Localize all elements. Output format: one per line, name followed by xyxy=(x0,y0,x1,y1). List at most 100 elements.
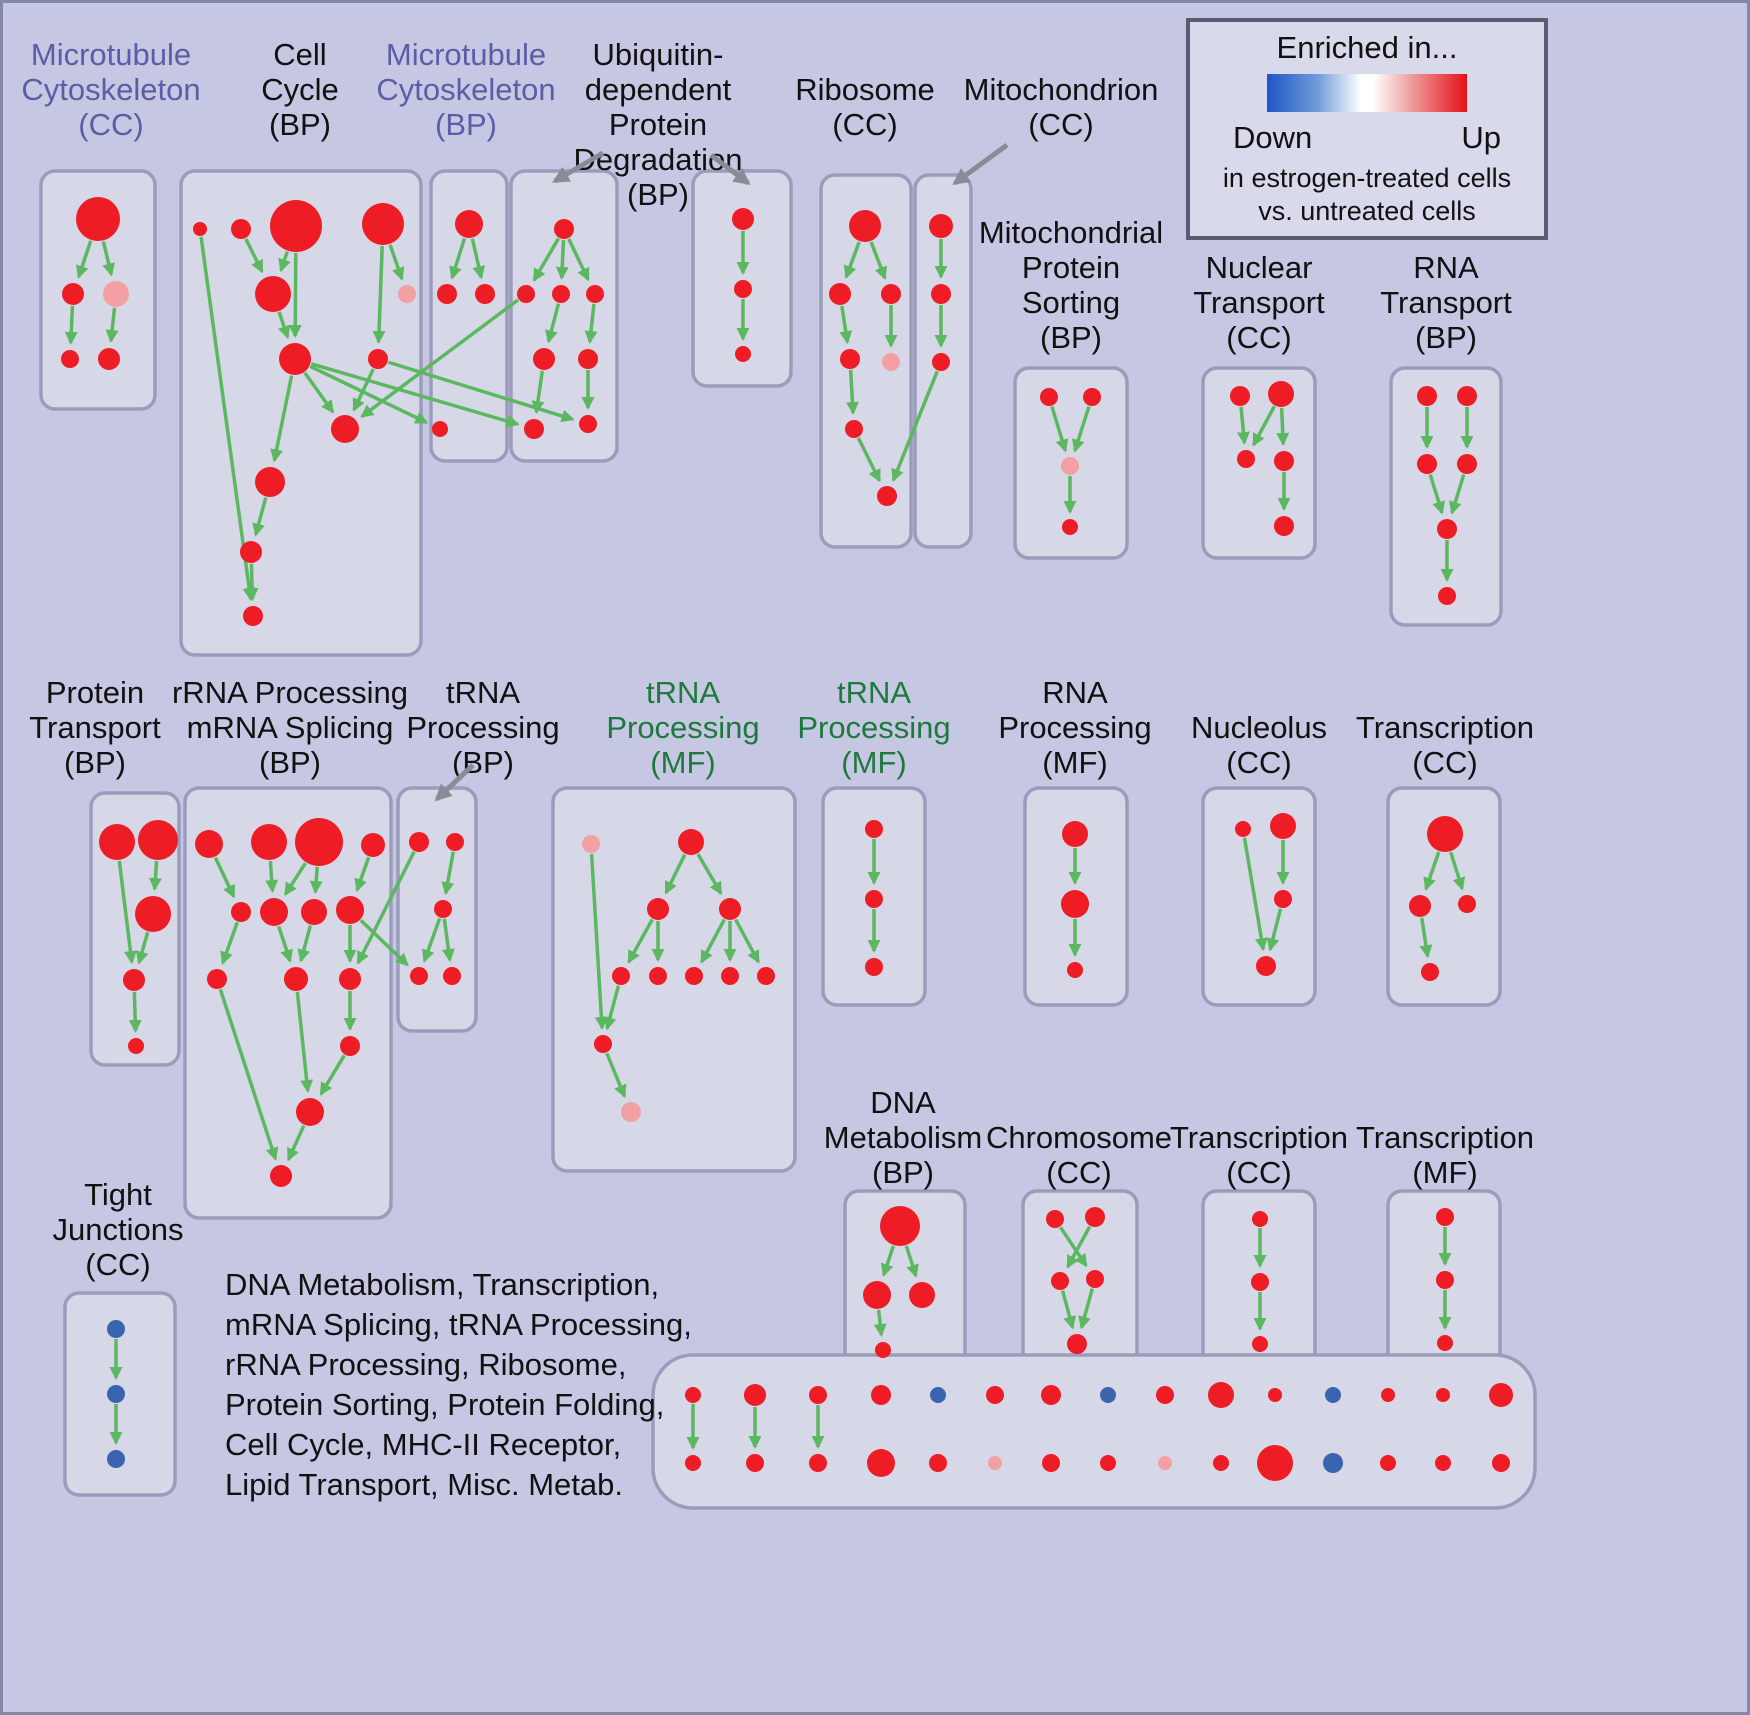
go-term-node xyxy=(1257,1445,1293,1481)
go-term-node xyxy=(1274,890,1292,908)
go-term-node xyxy=(1208,1382,1234,1408)
go-term-node xyxy=(368,349,388,369)
go-term-node xyxy=(871,1385,891,1405)
cluster-label-rna-processing-mf: (MF) xyxy=(1042,745,1107,780)
go-term-node xyxy=(578,349,598,369)
go-term-node xyxy=(1409,895,1431,917)
edge-arrow xyxy=(220,921,239,965)
go-term-node xyxy=(76,197,120,241)
cluster-label-chromosome-cc: Chromosome xyxy=(986,1120,1172,1155)
edge-arrow xyxy=(734,918,760,964)
go-term-node xyxy=(612,967,630,985)
go-term-node xyxy=(865,820,883,838)
cluster-labels: MicrotubuleCytoskeleton(CC)CellCycle(BP)… xyxy=(21,37,1534,1282)
cluster-label-dna-metabolism-bp: Metabolism xyxy=(824,1120,983,1155)
go-term-node xyxy=(863,1281,891,1309)
cluster-box-nucleolus-cc xyxy=(1201,786,1317,1007)
edge-arrow xyxy=(135,931,150,965)
edge-arrow xyxy=(1449,473,1466,515)
go-term-node xyxy=(1252,1211,1268,1227)
go-term-node xyxy=(446,833,464,851)
go-term-node xyxy=(295,818,343,866)
cluster-label-rna-transport-bp: RNA xyxy=(1413,250,1479,285)
edge-arrow xyxy=(277,925,293,963)
cluster-label-tight-junctions-cc: Junctions xyxy=(53,1212,184,1247)
go-term-node xyxy=(554,219,574,239)
misc-terms-line: Protein Sorting, Protein Folding, xyxy=(225,1387,665,1422)
cluster-label-rrna-processing-mrna-splicing-bp: rRNA Processing xyxy=(172,675,408,710)
go-term-node xyxy=(434,900,452,918)
cross-edge-arrow xyxy=(356,851,416,965)
go-term-node xyxy=(1042,1454,1060,1472)
go-term-node xyxy=(255,467,285,497)
go-term-node xyxy=(437,284,457,304)
go-term-node xyxy=(1268,381,1294,407)
go-term-node xyxy=(331,415,359,443)
cluster-box-microtubule-cytoskeleton-cc xyxy=(39,169,157,411)
go-term-node xyxy=(931,284,951,304)
go-term-node xyxy=(138,820,178,860)
edges xyxy=(64,231,1474,1450)
edge-arrow xyxy=(278,251,291,273)
cluster-label-nucleolus-cc: Nucleolus xyxy=(1191,710,1327,745)
go-term-node xyxy=(207,969,227,989)
cluster-label-cell-cycle-bp: (BP) xyxy=(269,107,331,142)
cluster-label-rna-processing-mf: RNA xyxy=(1042,675,1108,710)
go-term-node xyxy=(1100,1387,1116,1403)
edge-arrow xyxy=(584,303,598,345)
network-diagram: MicrotubuleCytoskeleton(CC)CellCycle(BP)… xyxy=(21,37,1537,1510)
edge-arrow xyxy=(1060,1290,1076,1330)
cluster-label-microtubule-cytoskeleton-bp: (BP) xyxy=(435,107,497,142)
go-term-node xyxy=(621,1102,641,1122)
go-term-node xyxy=(339,968,361,990)
go-term-node xyxy=(988,1456,1002,1470)
go-term-node xyxy=(410,967,428,985)
go-term-node xyxy=(1067,962,1083,978)
edge-arrow xyxy=(1276,407,1290,446)
edge-arrow xyxy=(605,1052,627,1099)
go-term-node xyxy=(243,606,263,626)
edge-arrow xyxy=(303,371,335,414)
edge-arrow xyxy=(101,240,116,277)
edge-arrow xyxy=(64,305,78,345)
edge-arrow xyxy=(388,244,405,281)
go-term-node xyxy=(582,835,600,853)
cluster-label-transcription-cc-1: Transcription xyxy=(1356,710,1534,745)
go-term-node xyxy=(533,348,555,370)
cluster-label-rrna-processing-mrna-splicing-bp: (BP) xyxy=(259,745,321,780)
go-term-node xyxy=(361,833,385,857)
go-term-node xyxy=(594,1035,612,1053)
edge-arrow xyxy=(372,245,386,344)
go-term-node xyxy=(1458,895,1476,913)
cluster-label-trna-processing-mf-1: (MF) xyxy=(650,745,715,780)
go-term-node xyxy=(251,824,287,860)
go-term-node xyxy=(875,1342,891,1358)
go-term-node xyxy=(1040,388,1058,406)
go-term-node xyxy=(255,276,291,312)
cluster-box-nuclear-transport-cc xyxy=(1201,366,1317,560)
go-term-node xyxy=(1051,1272,1069,1290)
go-term-node xyxy=(678,829,704,855)
cluster-label-mitochondrion-cc: Mitochondrion xyxy=(964,72,1159,107)
cluster-label-transcription-mf: Transcription xyxy=(1356,1120,1534,1155)
go-term-node xyxy=(586,285,604,303)
go-term-node xyxy=(1427,816,1463,852)
cluster-label-protein-transport-bp: Transport xyxy=(29,710,161,745)
go-term-node xyxy=(849,210,881,242)
edge-arrow xyxy=(1066,1225,1092,1269)
edge-arrow xyxy=(1428,473,1445,515)
go-term-node xyxy=(867,1449,895,1477)
edge-arrow xyxy=(218,988,279,1161)
go-term-node xyxy=(123,969,145,991)
go-term-node xyxy=(757,967,775,985)
misc-terms-line: rRNA Processing, Ribosome, xyxy=(225,1347,627,1382)
go-term-node xyxy=(1457,454,1477,474)
go-term-node xyxy=(1381,1388,1395,1402)
go-term-node xyxy=(1230,386,1250,406)
go-term-node xyxy=(1158,1456,1172,1470)
go-term-node xyxy=(865,890,883,908)
cluster-label-protein-transport-bp: Protein xyxy=(46,675,144,710)
go-term-node xyxy=(1435,1455,1451,1471)
go-term-node xyxy=(579,415,597,433)
edge-arrow xyxy=(128,991,142,1033)
